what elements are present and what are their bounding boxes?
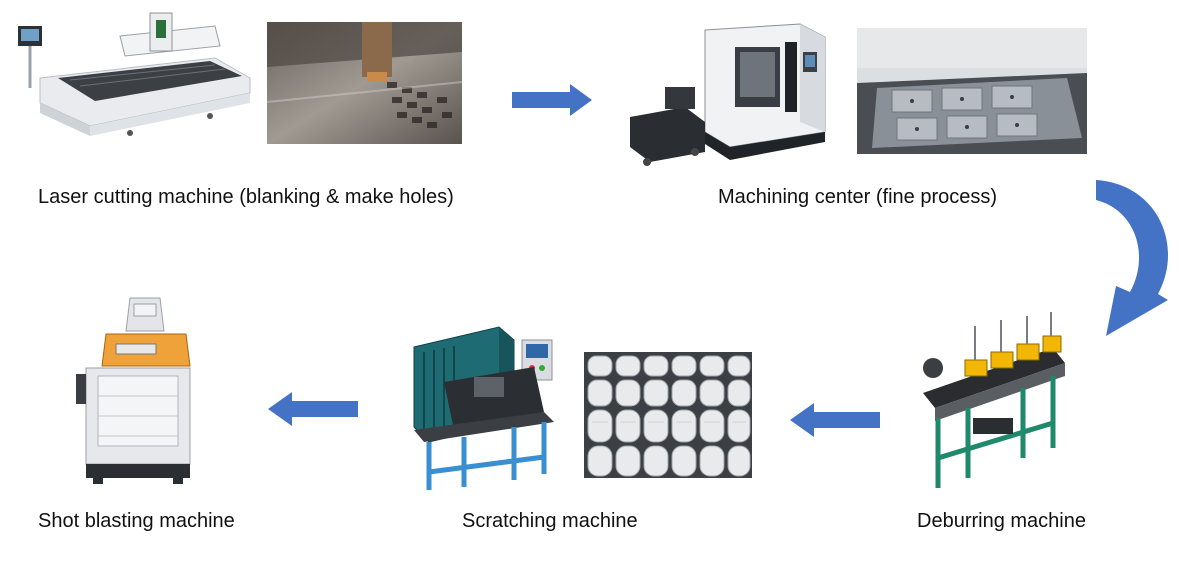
arrow-shape <box>512 84 592 116</box>
laser-cut-sheet-image <box>267 22 462 144</box>
deburring-machine-image <box>903 308 1075 498</box>
flow-arrow-right <box>512 84 592 116</box>
flow-arrow-left-1 <box>790 403 880 437</box>
step-label-shot-blasting: Shot blasting machine <box>38 510 235 532</box>
step-label-machining-center: Machining center (fine process) <box>718 186 998 208</box>
step-label-deburring: Deburring machine <box>917 510 1086 532</box>
step-label-laser-cutting: Laser cutting machine (blanking & make h… <box>38 186 454 208</box>
cnc-machining-center-image <box>625 12 835 170</box>
step-label-scratching: Scratching machine <box>462 510 638 532</box>
arrow-shape <box>268 392 358 426</box>
scratched-plates-image <box>584 352 752 478</box>
shot-blasting-machine-image <box>68 286 214 486</box>
flow-arrow-curved-down <box>1088 176 1178 344</box>
curved-arrow-shape <box>1096 180 1169 336</box>
scratching-machine-image <box>404 322 564 494</box>
machined-parts-image <box>857 28 1087 154</box>
arrow-shape <box>790 403 880 437</box>
laser-cutting-machine-image <box>10 8 255 138</box>
flow-arrow-left-2 <box>268 392 358 426</box>
